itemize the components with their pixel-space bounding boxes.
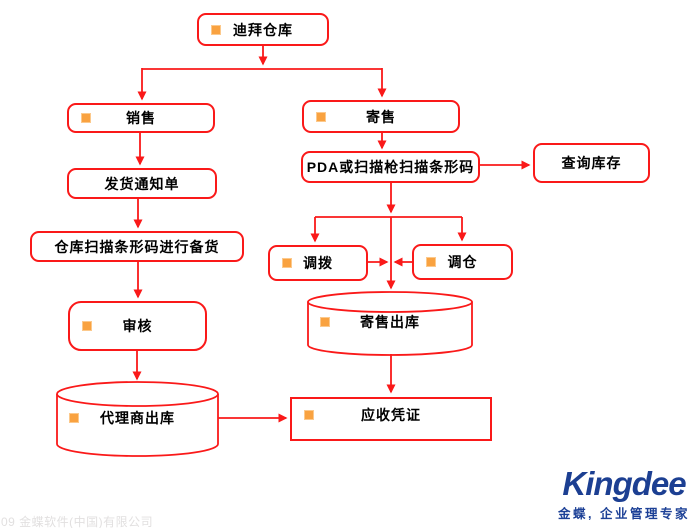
copyright-text: 09 金蝶软件(中国)有限公司: [1, 515, 154, 528]
node-warehouse-scan-prepare: 仓库扫描条形码进行备货: [30, 231, 244, 262]
node-label: 应收凭证: [361, 407, 421, 423]
node-query-inventory: 查询库存: [533, 143, 650, 183]
cylinder-agent-outbound: [56, 381, 219, 457]
node-transfer-allocate: 调拨: [268, 245, 368, 281]
node-label: 代理商出库: [100, 410, 175, 426]
node-consignment-outbound: 寄售出库: [308, 309, 472, 335]
bullet-icon: [211, 24, 221, 35]
node-label: 迪拜仓库: [233, 21, 293, 38]
kingdee-tagline: 金蝶, 企业管理专家: [558, 507, 690, 521]
node-label: 查询库存: [561, 155, 622, 171]
node-label: 寄售出库: [360, 314, 420, 330]
bullet-icon: [426, 257, 436, 267]
node-label: 仓库扫描条形码进行备货: [54, 238, 220, 255]
kingdee-logo: Kingdee 金蝶, 企业管理专家: [558, 467, 690, 522]
bullet-icon: [320, 317, 330, 327]
node-pda-scan: PDA或扫描枪扫描条形码: [301, 151, 480, 183]
node-dubai-warehouse: 迪拜仓库: [197, 13, 329, 46]
node-label: 审核: [122, 318, 153, 334]
node-shipping-notice: 发货通知单: [67, 168, 217, 199]
node-agent-outbound: 代理商出库: [57, 404, 218, 432]
node-audit: 审核: [68, 301, 207, 351]
node-label: 寄售: [366, 108, 396, 125]
bullet-icon: [69, 413, 79, 423]
node-transfer-warehouse: 调仓: [412, 244, 513, 280]
bullet-icon: [304, 410, 314, 420]
bullet-icon: [282, 258, 292, 268]
cylinder-consignment-outbound: [307, 291, 473, 356]
kingdee-wordmark: Kingdee: [562, 465, 686, 502]
node-consignment: 寄售: [302, 100, 460, 133]
bullet-icon: [82, 321, 92, 331]
node-label: 调拨: [303, 255, 333, 271]
bullet-icon: [81, 113, 91, 123]
node-receivable-voucher: 应收凭证: [290, 397, 492, 441]
bullet-icon: [316, 111, 326, 122]
node-label: PDA或扫描枪扫描条形码: [306, 159, 475, 175]
node-label: 调仓: [447, 254, 478, 270]
node-label: 销售: [126, 110, 156, 126]
node-sales: 销售: [67, 103, 215, 133]
node-label: 发货通知单: [104, 175, 180, 192]
